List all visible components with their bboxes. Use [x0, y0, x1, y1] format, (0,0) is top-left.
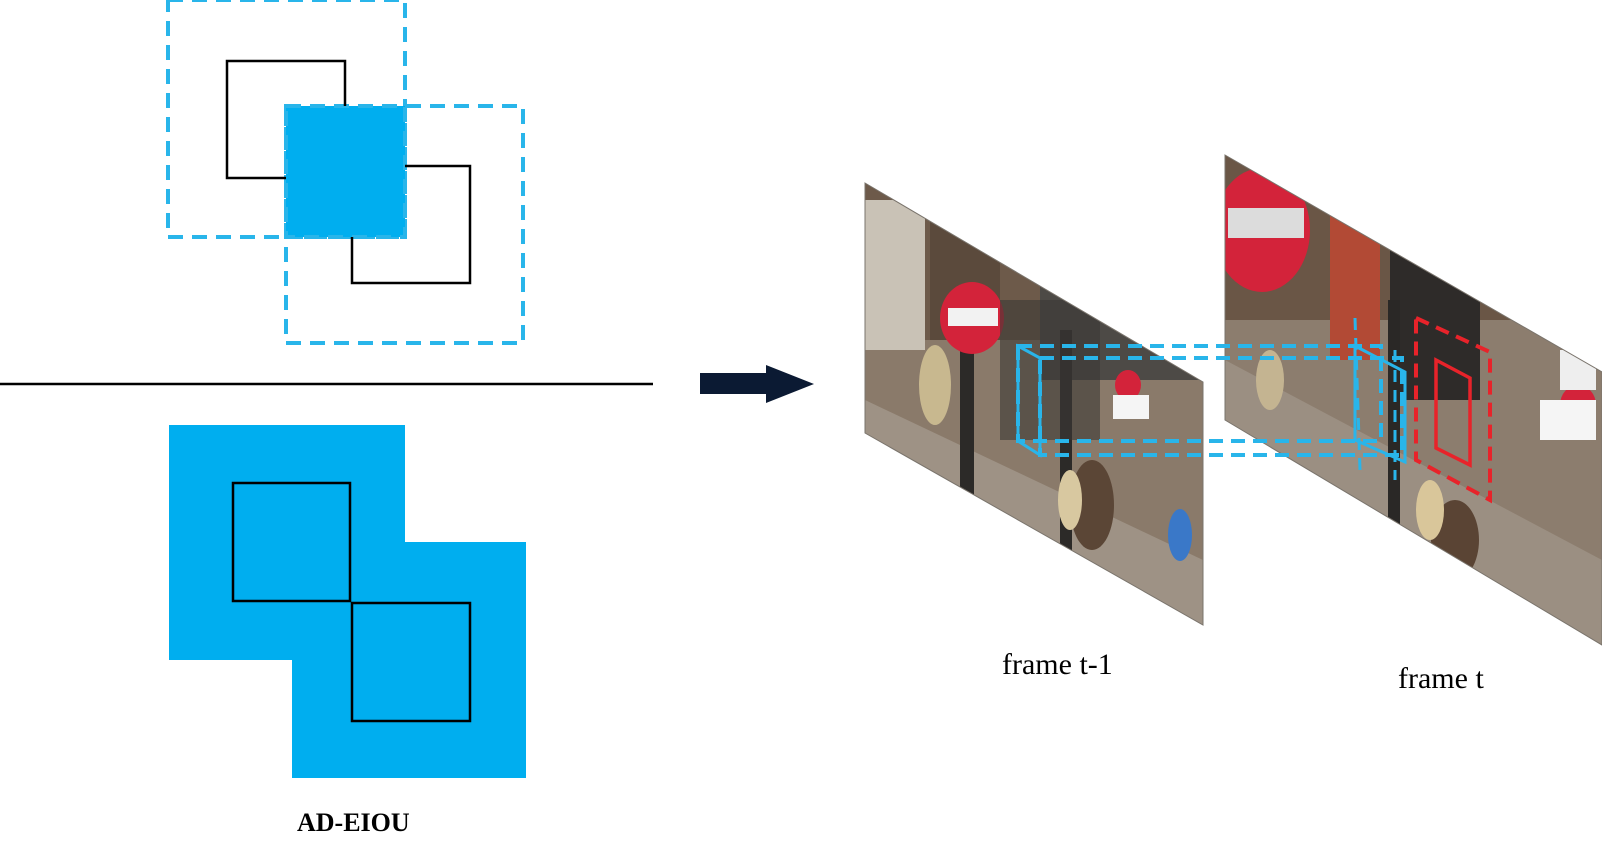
tracking-prism — [1016, 317, 1407, 480]
overlap-region — [286, 106, 405, 237]
inner-box-a — [231, 481, 352, 603]
expanded-box-dashed-a — [166, 0, 407, 239]
frame-previous-image — [864, 182, 1204, 626]
method-caption: AD-EIOU — [297, 808, 410, 837]
box-prev-front — [1016, 344, 1383, 443]
box-cur-solid — [1353, 343, 1407, 465]
target-box-red — [1414, 314, 1492, 504]
box-a-outline — [225, 59, 347, 180]
box-prev-solid — [1016, 343, 1042, 458]
frame-previous-label: frame t-1 — [1002, 648, 1113, 681]
iou-overlap-diagram — [166, 0, 525, 345]
frame-current-image — [1224, 154, 1602, 646]
frame-current-label: frame t — [1398, 662, 1484, 695]
inner-box-b — [350, 601, 472, 723]
box-b-outline — [350, 164, 472, 285]
right-arrow-icon — [700, 365, 814, 403]
ad-eiou-diagram — [169, 425, 526, 778]
